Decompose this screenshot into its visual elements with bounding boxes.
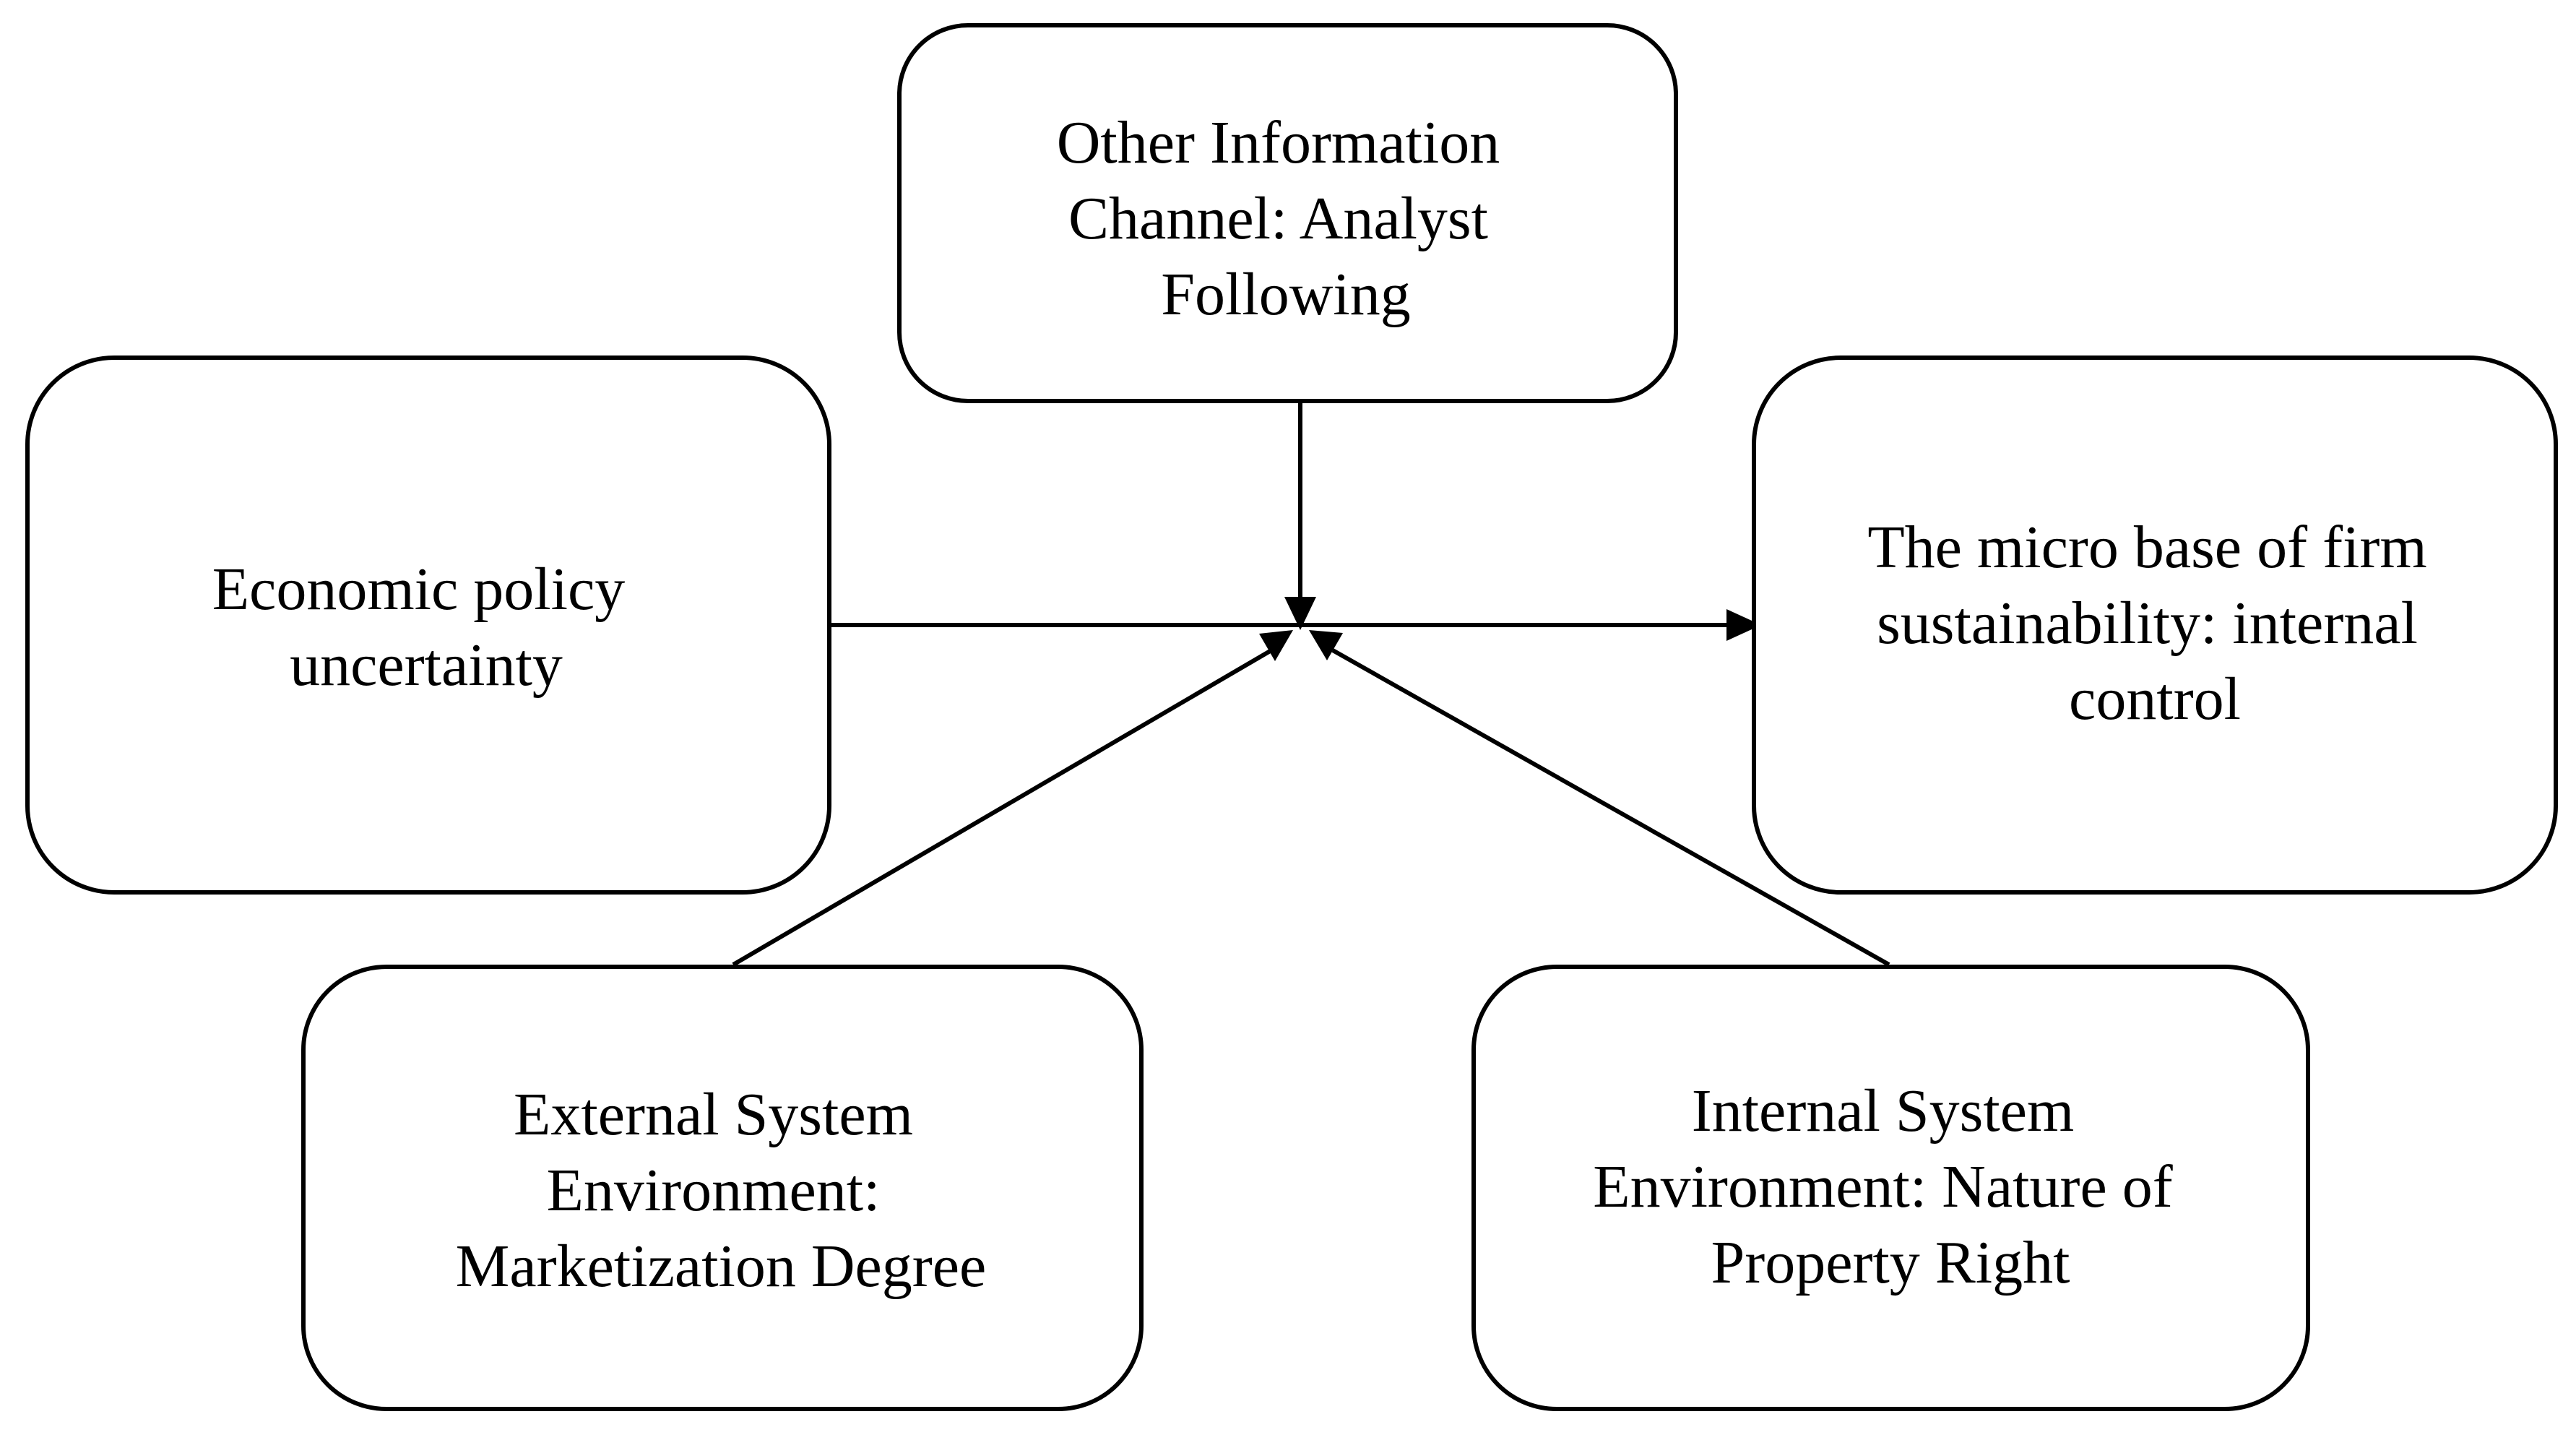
node-marketization-degree-box [301,965,1144,1411]
node-internal-control-line-3: control [2069,665,2241,733]
node-property-right-label: Internal System Environment: Nature of P… [1593,1077,2187,1296]
node-economic-policy-uncertainty: Economic policy uncertainty [25,355,831,895]
node-analyst-following-label: Other Information Channel: Analyst Follo… [1057,109,1515,328]
node-property-right: Internal System Environment: Nature of P… [1471,965,2310,1411]
node-analyst-following-line-1: Other Information [1057,109,1500,176]
node-property-right-line-3: Property Right [1711,1229,2070,1296]
node-economic-policy-uncertainty-box [25,355,831,895]
node-economic-policy-uncertainty-label: Economic policy uncertainty [212,556,641,699]
node-internal-control: The micro base of firm sustainability: i… [1752,355,2558,895]
node-property-right-line-1: Internal System [1692,1077,2075,1145]
node-analyst-following-box [897,23,1678,403]
node-analyst-following-line-3: Following [1161,261,1410,328]
arrowhead-marketization-degree [1259,630,1293,661]
node-analyst-following: Other Information Channel: Analyst Follo… [897,23,1678,403]
node-internal-control-line-1: The micro base of firm [1867,514,2426,581]
edge-property-right [1331,648,1890,967]
node-internal-control-line-2: sustainability: internal [1877,590,2418,657]
node-analyst-following-line-2: Channel: Analyst [1068,185,1488,252]
node-internal-control-box [1752,355,2558,895]
node-economic-policy-uncertainty-line-2: uncertainty [290,632,563,699]
node-marketization-degree-label: External System Environment: Marketizati… [456,1081,987,1300]
node-marketization-degree-line-3: Marketization Degree [456,1233,987,1300]
node-property-right-box [1471,965,2310,1411]
arrowhead-analyst-following [1284,597,1316,630]
edge-marketization-degree [732,648,1273,967]
node-marketization-degree-line-2: Environment: [547,1157,881,1224]
node-economic-policy-uncertainty-line-1: Economic policy [212,556,626,623]
node-property-right-line-2: Environment: Nature of [1593,1153,2172,1220]
arrowhead-property-right [1309,630,1343,660]
arrowhead-main-effect [1726,609,1761,641]
node-marketization-degree: External System Environment: Marketizati… [301,965,1144,1411]
node-internal-control-label: The micro base of firm sustainability: i… [1867,514,2442,733]
node-marketization-degree-line-1: External System [514,1081,913,1148]
